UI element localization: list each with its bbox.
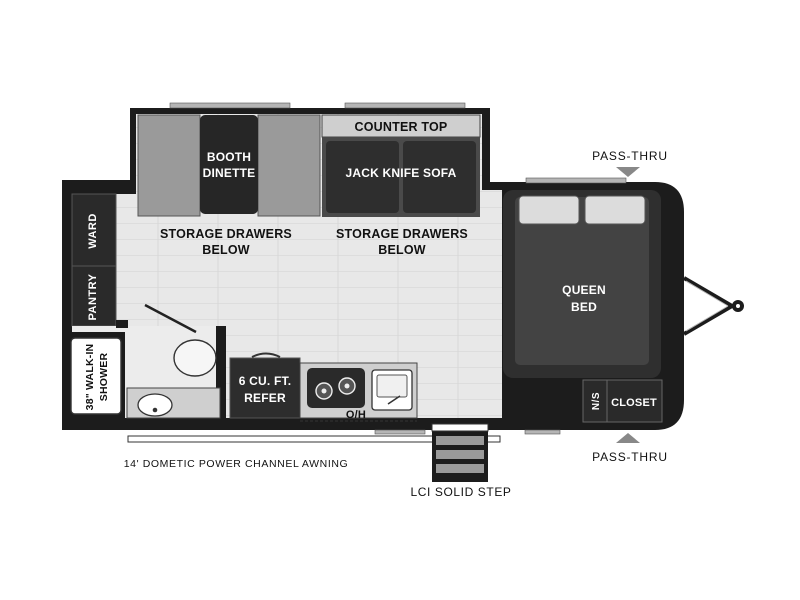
refrigerator-vent: [251, 352, 281, 358]
hitch-coupler-center: [736, 304, 740, 308]
step-tread: [436, 464, 484, 473]
sofa-cushion-left: [326, 141, 399, 213]
sink-basin: [376, 374, 408, 398]
step-tread: [436, 450, 484, 459]
storage-left-line2: BELOW: [202, 243, 250, 257]
booth-dinette: BOOTH DINETTE: [137, 114, 321, 217]
awning-label: 14' DOMETIC POWER CHANNEL AWNING: [124, 458, 349, 470]
booth-table: [200, 115, 258, 214]
window-marker: [525, 177, 627, 184]
shower-label-line2: SHOWER: [98, 353, 110, 402]
down-arrow-icon: [616, 167, 640, 177]
window-marker: [169, 102, 291, 109]
closet: [606, 379, 663, 423]
bathroom-faucet-icon: [152, 407, 158, 413]
shower-pan: [70, 337, 122, 415]
hitch-rail: [682, 304, 734, 336]
storage-right-line1: STORAGE DRAWERS: [336, 227, 468, 241]
bathroom-wall-stub: [116, 320, 128, 328]
pantry-cabinet: [71, 265, 117, 327]
entry-step: LCI SOLID STEP: [410, 423, 511, 499]
storage-left-line1: STORAGE DRAWERS: [160, 227, 292, 241]
window-marker: [344, 102, 466, 109]
hitch-rail-inner: [685, 280, 729, 307]
sink-faucet-icon: [387, 395, 401, 405]
bathroom-sink-icon: [137, 393, 173, 417]
nightstand: [582, 379, 608, 423]
ns-label: N/S: [591, 392, 602, 410]
hitch-rail-inner: [685, 305, 729, 332]
sofa-cushion-right: [403, 141, 476, 213]
ward-label: WARD: [87, 213, 99, 249]
awning: 14' DOMETIC POWER CHANNEL AWNING: [124, 435, 501, 470]
window-marker: [524, 429, 561, 435]
kitchen: 6 CU. FT. REFER O/H: [229, 352, 418, 422]
window-markers: [169, 102, 627, 435]
booth-label-line1: BOOTH: [207, 150, 251, 164]
burner-center: [344, 383, 350, 389]
pillow-icon: [584, 195, 646, 225]
queen-bed-label-line2: BED: [571, 300, 597, 314]
jack-knife-sofa-label: JACK KNIFE SOFA: [345, 166, 456, 180]
pass-thru-top-label: PASS-THRU: [592, 149, 668, 163]
bedroom: QUEEN BED N/S CLOSET: [503, 190, 663, 423]
bathroom-door-swing: [144, 303, 197, 334]
bathroom-wall-right: [216, 326, 226, 418]
storage-right-line2: BELOW: [378, 243, 426, 257]
queen-mattress: [515, 197, 649, 365]
awning-bar: [127, 435, 501, 443]
counter-and-sofa: COUNTER TOP JACK KNIFE SOFA: [321, 114, 481, 217]
refer-label-line2: REFER: [244, 391, 286, 405]
counter-top-label: COUNTER TOP: [355, 120, 448, 134]
pass-thru-markers: PASS-THRU PASS-THRU: [592, 149, 668, 464]
bathroom: 38" WALK-IN SHOWER: [66, 303, 226, 419]
storage-labels: STORAGE DRAWERS BELOW STORAGE DRAWERS BE…: [160, 227, 468, 257]
pillow-icon: [518, 195, 580, 225]
booth-seat-left: [137, 114, 201, 217]
booth-label-line2: DINETTE: [203, 166, 256, 180]
door-opening: [431, 423, 489, 432]
pantry-label: PANTRY: [87, 273, 99, 320]
oh-label: O/H: [346, 409, 366, 421]
ward-pantry-column: WARD PANTRY: [71, 193, 117, 327]
burner-center: [321, 388, 327, 394]
toilet-icon: [173, 339, 217, 377]
refer-label-line1: 6 CU. FT.: [239, 374, 291, 388]
shower-label-line1: 38" WALK-IN: [84, 344, 96, 411]
pass-thru-bottom-label: PASS-THRU: [592, 450, 668, 464]
trailer-hitch: [682, 276, 744, 336]
window-marker: [374, 429, 426, 435]
step-label: LCI SOLID STEP: [410, 485, 511, 499]
up-arrow-icon: [616, 433, 640, 443]
booth-seat-right: [257, 114, 321, 217]
closet-label: CLOSET: [611, 397, 657, 409]
ward-cabinet: [71, 193, 117, 267]
refrigerator: [229, 357, 301, 419]
hitch-rail: [682, 276, 734, 308]
cooktop: [307, 368, 365, 408]
queen-bed-label-line1: QUEEN: [562, 283, 606, 297]
step-tread: [436, 436, 484, 445]
